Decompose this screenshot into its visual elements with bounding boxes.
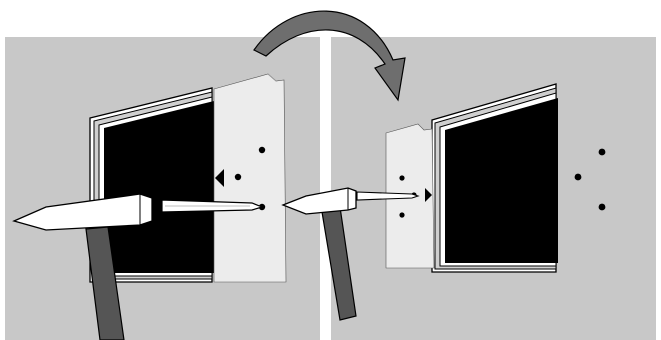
right-panel: [281, 37, 656, 340]
left-panel: [5, 37, 320, 340]
panel-divider: [320, 37, 331, 340]
awl-icon: [356, 191, 420, 201]
flip-arrow-icon: [253, 10, 406, 102]
direction-arrow-icon: [425, 188, 432, 202]
right-tv: [431, 83, 558, 273]
awl-icon: [161, 199, 264, 213]
left-hole-middle: [234, 173, 242, 181]
direction-arrow-icon: [215, 169, 224, 187]
right-tv-screen: [445, 98, 558, 263]
wall-mark-top: [598, 148, 606, 156]
left-hole-top: [258, 146, 266, 154]
hammer-icon: [12, 193, 153, 340]
left-tv: [89, 87, 214, 283]
wall-mark-bottom: [598, 203, 606, 211]
left-bracket: [213, 73, 287, 283]
right-hole-bottom: [399, 212, 405, 218]
hammer-icon: [281, 187, 357, 321]
right-hole-top: [399, 175, 405, 181]
left-tv-screen: [104, 101, 214, 273]
wall-mark-middle: [574, 173, 582, 181]
